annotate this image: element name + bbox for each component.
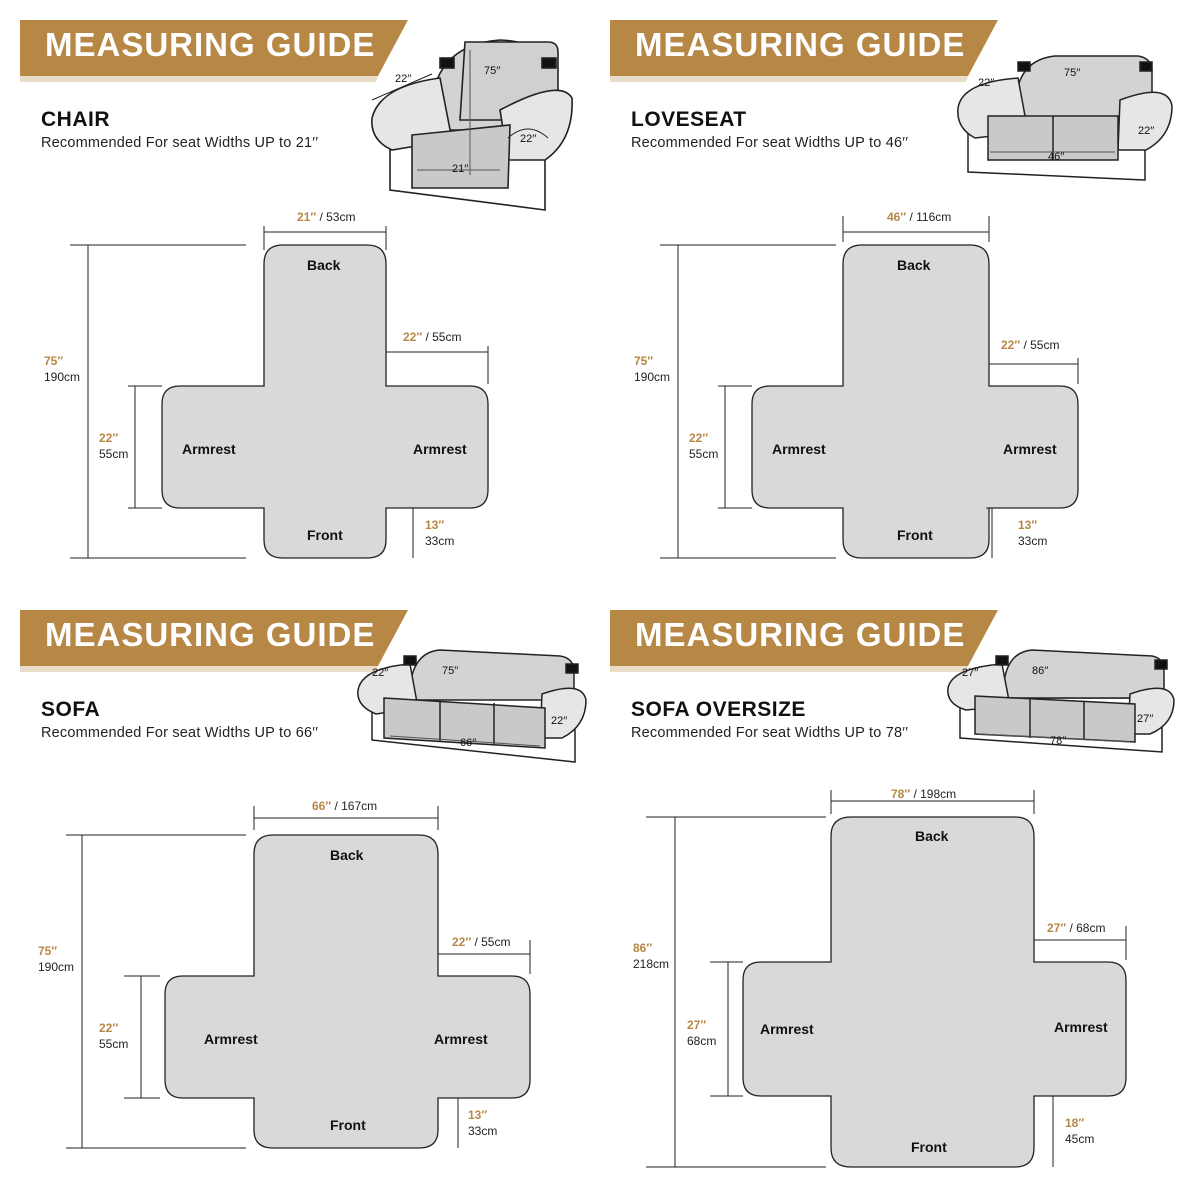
front-flap-dimension: 13′′33cm [468,1108,498,1138]
ill-arm-label-b: 27′′ [1137,713,1153,725]
loveseat-cover-diagram: 22′′ 75′′ 22′′ 46′′ [610,20,1173,559]
ill-back-label: 86′′ [1032,665,1048,677]
left-armrest-label: Armrest [182,441,236,457]
sofa-illustration [357,649,587,763]
right-armrest-label: Armrest [1003,441,1057,457]
sofa-oversize-illustration [947,649,1175,753]
ill-seat-label: 21′′ [452,163,468,175]
recommendation-text: Recommended For seat Widths UP to 66′′ [41,725,319,741]
armrest-depth-dimension: 22′′55cm [99,1021,129,1051]
chair-guide-panel: 22′′ 75′′ 22′′ 21′′ MEASURING GUIDE CHAI… [0,0,600,600]
left-armrest-label: Armrest [772,441,826,457]
furniture-type: LOVESEAT [631,108,747,131]
right-armrest-label: Armrest [1054,1019,1108,1035]
banner-title: MEASURING GUIDE [45,26,376,63]
ill-arm-label-a: 22′′ [395,73,411,85]
left-armrest-label: Armrest [204,1031,258,1047]
ill-seat-label: 66′′ [460,737,476,749]
arm-width-dimension: 22′′ / 55cm [403,330,462,344]
banner-title: MEASURING GUIDE [45,616,376,653]
arm-width-dimension: 22′′ / 55cm [1001,338,1060,352]
dimension-lines [70,226,489,559]
back-label: Back [307,257,341,273]
banner-title: MEASURING GUIDE [635,26,966,63]
ill-arm-label-a: 22′′ [978,77,994,89]
total-length-dimension: 75′′190cm [38,944,75,974]
banner-ribbon [610,610,998,666]
total-length-dimension: 86′′218cm [633,941,670,971]
seat-width-dimension: 66′′ / 167cm [312,799,378,813]
front-flap-dimension: 13′′33cm [1018,518,1048,548]
front-flap-dimension: 13′′33cm [425,518,455,548]
furniture-type: SOFA OVERSIZE [631,698,806,721]
back-label: Back [897,257,931,273]
banner-shadow [610,666,968,672]
recommendation-text: Recommended For seat Widths UP to 46′′ [631,135,909,151]
sofa-oversize-guide-panel: 27′′ 86′′ 27′′ 78′′ MEASURING GUIDE SOFA… [590,590,1190,1190]
armrest-depth-dimension: 27′′68cm [687,1018,717,1048]
ill-back-label: 75′′ [442,665,458,677]
front-label: Front [897,527,933,543]
recommendation-text: Recommended For seat Widths UP to 78′′ [631,725,909,741]
front-label: Front [307,527,343,543]
sofa-cover-diagram: 22′′ 75′′ 22′′ 66′′ [20,610,587,1149]
ill-back-label: 75′′ [1064,67,1080,79]
banner-title: MEASURING GUIDE [635,616,966,653]
chair-cover-diagram: 22′′ 75′′ 22′′ 21′′ [20,20,573,559]
total-length-dimension: 75′′190cm [44,354,81,384]
left-armrest-label: Armrest [760,1021,814,1037]
ill-seat-label: 46′′ [1048,151,1064,163]
right-armrest-label: Armrest [413,441,467,457]
cover-shape [751,244,1079,559]
back-label: Back [330,847,364,863]
furniture-type: SOFA [41,698,101,721]
furniture-type: CHAIR [41,108,110,131]
cover-shape [161,244,489,559]
banner-shadow [20,666,378,672]
banner-shadow [610,76,968,82]
loveseat-illustration [957,55,1173,181]
seat-width-dimension: 21′′ / 53cm [297,210,356,224]
seat-width-dimension: 78′′ / 198cm [891,787,957,801]
dimension-lines [646,790,1127,1168]
ill-back-label: 75′′ [484,65,500,77]
ill-arm-label-a: 27′′ [962,667,978,679]
cover-shape [742,816,1127,1168]
sofa-oversize-cover-diagram: 27′′ 86′′ 27′′ 78′′ [610,610,1175,1168]
banner-ribbon [20,610,408,666]
banner-ribbon [20,20,408,76]
armrest-depth-dimension: 22′′55cm [689,431,719,461]
dimension-lines [660,216,1079,559]
ill-arm-label-b: 22′′ [520,133,536,145]
ill-seat-label: 78′′ [1050,735,1066,747]
chair-illustration [371,39,573,211]
dimension-lines [66,806,531,1149]
banner-shadow [20,76,378,82]
front-label: Front [330,1117,366,1133]
arm-width-dimension: 27′′ / 68cm [1047,921,1106,935]
cover-shape [164,834,531,1149]
total-length-dimension: 75′′190cm [634,354,671,384]
seat-width-dimension: 46′′ / 116cm [887,210,952,224]
right-armrest-label: Armrest [434,1031,488,1047]
front-label: Front [911,1139,947,1155]
ill-arm-label-b: 22′′ [1138,125,1154,137]
ill-arm-label-a: 22′′ [372,667,388,679]
back-label: Back [915,828,949,844]
sofa-guide-panel: 22′′ 75′′ 22′′ 66′′ MEASURING GUIDE SOFA… [0,590,600,1190]
ill-arm-label-b: 22′′ [551,715,567,727]
recommendation-text: Recommended For seat Widths UP to 21′′ [41,135,319,151]
loveseat-guide-panel: 22′′ 75′′ 22′′ 46′′ MEASURING GUIDE LOVE… [590,0,1190,600]
front-flap-dimension: 18′′45cm [1065,1116,1095,1146]
banner-ribbon [610,20,998,76]
arm-width-dimension: 22′′ / 55cm [452,935,511,949]
armrest-depth-dimension: 22′′55cm [99,431,129,461]
